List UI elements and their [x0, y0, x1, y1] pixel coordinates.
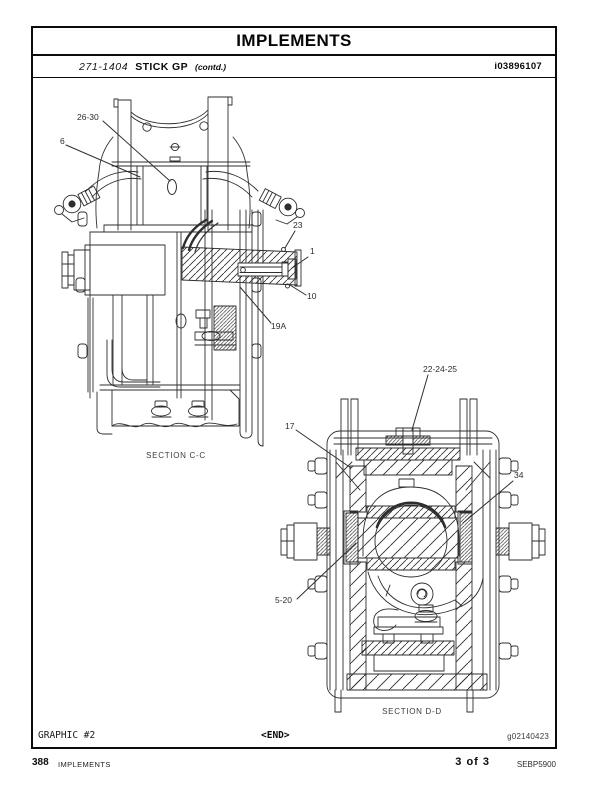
footer-manual-id: SEBP5900 [516, 759, 556, 769]
cc-main-body [61, 209, 264, 447]
footer-page-number: 388 [32, 757, 49, 768]
graphic-id: g02140423 [507, 732, 549, 741]
dd-lower-plates [346, 640, 488, 691]
callout-19A: 19A [271, 321, 286, 331]
section-dd-diagram: 22-24-25 17 34 5-20 SECTION D-D [275, 364, 546, 716]
part-heading: 271-1404 STICK GP (contd.) [79, 61, 226, 73]
callout-10: 10 [307, 291, 317, 301]
cc-base [87, 297, 241, 435]
footer-page-of: 3 of 3 [455, 756, 490, 768]
dd-latch-hook [367, 571, 484, 644]
cc-left-arm [54, 136, 142, 229]
section-cc-caption: SECTION C-C [146, 451, 206, 460]
section-cc-diagram: 26-30 6 23 1 10 19A SECTION C-C [54, 96, 317, 460]
continued-note: (contd.) [194, 61, 227, 72]
callout-1: 1 [310, 246, 315, 256]
callout-5-20: 5-20 [275, 595, 292, 605]
footer-section-label: IMPLEMENTS [58, 759, 111, 769]
graphic-label: GRAPHIC #2 [38, 730, 96, 741]
dd-pin-bar [343, 505, 473, 571]
dd-side-bolts [307, 457, 519, 660]
dd-callouts [295, 374, 514, 600]
end-marker: <END> [261, 730, 290, 741]
page-footer: 388 IMPLEMENTS 3 of 3 SEBP5900 [31, 756, 558, 771]
callout-23: 23 [293, 220, 303, 230]
callout-26-30: 26-30 [77, 112, 99, 122]
dd-upper-plates [355, 447, 461, 476]
cc-pin-bar [181, 218, 302, 289]
page-border-frame: IMPLEMENTS 271-1404 STICK GP (contd.) i0… [31, 26, 557, 749]
part-name: STICK GP [135, 60, 188, 73]
cc-spring-internals [106, 305, 237, 388]
cc-callouts [65, 120, 309, 324]
header-subtitle-row: 271-1404 STICK GP (contd.) i03896107 [33, 56, 555, 78]
callout-17: 17 [285, 421, 295, 431]
page-title: IMPLEMENTS [236, 31, 352, 50]
dd-side-walls [349, 465, 473, 691]
graphic-info-row: GRAPHIC #2 <END> g02140423 [33, 728, 555, 741]
section-dd-caption: SECTION D-D [382, 707, 442, 716]
document-id: i03896107 [494, 61, 542, 72]
header-title-row: IMPLEMENTS [33, 28, 555, 56]
callout-34: 34 [514, 470, 524, 480]
cc-top-bracket [103, 96, 253, 233]
dd-cross-pins [280, 522, 546, 561]
callout-6: 6 [60, 136, 65, 146]
callout-22-24-25: 22-24-25 [423, 364, 457, 374]
part-number: 271-1404 [79, 60, 129, 73]
cc-right-arm [202, 136, 305, 229]
